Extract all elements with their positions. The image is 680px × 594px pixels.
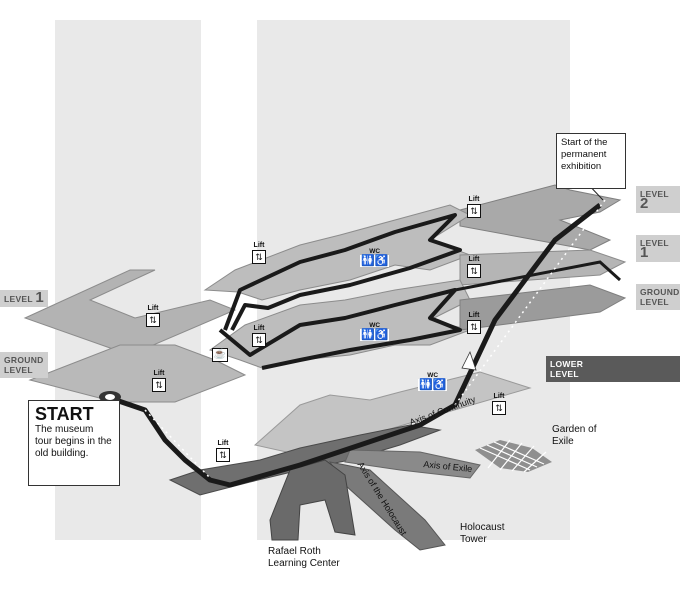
level-1-right-tag: LEVEL 1 xyxy=(636,235,680,262)
lift-label: Lift xyxy=(153,370,165,377)
ground-right-line-1: GROUND xyxy=(640,287,680,297)
lift-icon: Lift ⇅ xyxy=(152,370,166,392)
lift-arrows-icon: ⇅ xyxy=(146,313,160,327)
ground-left-line-2: LEVEL xyxy=(4,365,33,375)
holocaust-tower-label: Holocaust Tower xyxy=(460,522,505,545)
lift-icon: Lift ⇅ xyxy=(467,312,481,334)
level-1-left-number: 1 xyxy=(35,289,45,306)
level-1-left-tag: LEVEL 1 xyxy=(0,289,49,307)
level-1-left-word: LEVEL xyxy=(4,294,33,304)
lift-label: Lift xyxy=(468,196,480,203)
axis-of-holocaust-floor xyxy=(328,461,446,551)
tour-route xyxy=(109,203,602,488)
arrow-icon xyxy=(461,350,477,371)
garden-grid-lines xyxy=(479,439,547,473)
old-building-level-1 xyxy=(23,269,237,356)
lower-level-right-tag: LOWER LEVEL xyxy=(546,356,680,382)
ground-left-line-1: GROUND xyxy=(4,355,44,365)
wheelchair-icon: 🚻♿ xyxy=(418,379,448,391)
level-2-right-word: LEVEL xyxy=(640,189,669,199)
start-callout: START The museum tour begins in the old … xyxy=(28,400,120,486)
wc-icon: WC 🚻♿ xyxy=(360,248,390,267)
lift-arrows-icon: ⇅ xyxy=(467,320,481,334)
wc-label: WC xyxy=(369,248,381,255)
wheelchair-icon: 🚻♿ xyxy=(360,329,390,341)
ground-level-left-tag: GROUND LEVEL xyxy=(0,352,48,378)
tour-route-east xyxy=(454,260,622,292)
exhibition-callout: Start of the permanent exhibition xyxy=(556,133,626,189)
axis-of-exile-floor xyxy=(344,449,481,479)
tour-route-level-1-loop xyxy=(223,213,462,331)
new-building-ground-level-east xyxy=(459,284,627,331)
lift-arrows-icon: ⇅ xyxy=(252,333,266,347)
lift-icon: Lift ⇅ xyxy=(252,242,266,264)
lower-right-line-1: LOWER xyxy=(550,359,584,369)
stairs-to-level-2 xyxy=(454,199,606,406)
wc-icon: WC 🚻♿ xyxy=(418,372,448,391)
lift-label: Lift xyxy=(468,312,480,319)
wc-label: WC xyxy=(369,322,381,329)
lift-label: Lift xyxy=(468,256,480,263)
wc-label: WC xyxy=(427,372,439,379)
lift-arrows-icon: ⇅ xyxy=(152,378,166,392)
start-title: START xyxy=(35,404,94,424)
lift-icon: Lift ⇅ xyxy=(216,440,230,462)
lower-right-line-2: LEVEL xyxy=(550,369,579,379)
ground-level-right-tag: GROUND LEVEL xyxy=(636,284,680,310)
start-description: The museum tour begins in the old buildi… xyxy=(35,424,112,459)
lift-arrows-icon: ⇅ xyxy=(492,401,506,415)
wc-icon: WC 🚻♿ xyxy=(360,322,390,341)
garden-of-exile-label: Garden of Exile xyxy=(552,424,597,447)
lift-label: Lift xyxy=(253,242,265,249)
learning-center-label: Rafael Roth Learning Center xyxy=(268,546,340,569)
lift-label: Lift xyxy=(217,440,229,447)
lift-label: Lift xyxy=(493,393,505,400)
lift-label: Lift xyxy=(253,325,265,332)
lift-arrows-icon: ⇅ xyxy=(467,264,481,278)
level-2-right-number: 2 xyxy=(640,195,649,212)
tour-route-ground-loop xyxy=(218,288,462,370)
level-1-right-number: 1 xyxy=(640,244,649,261)
lift-arrows-icon: ⇅ xyxy=(467,204,481,218)
lift-icon: Lift ⇅ xyxy=(252,325,266,347)
level-2-right-tag: LEVEL 2 xyxy=(636,186,680,213)
lift-label: Lift xyxy=(147,305,159,312)
ground-right-line-2: LEVEL xyxy=(640,297,669,307)
lift-arrows-icon: ⇅ xyxy=(252,250,266,264)
cafe-icon: ☕ xyxy=(212,348,228,362)
wheelchair-icon: 🚻♿ xyxy=(360,255,390,267)
lift-icon: Lift ⇅ xyxy=(467,196,481,218)
lift-icon: Lift ⇅ xyxy=(146,305,160,327)
lift-icon: Lift ⇅ xyxy=(467,256,481,278)
learning-center-floor xyxy=(269,459,356,541)
level-1-right-word: LEVEL xyxy=(640,238,669,248)
stairs-from-start xyxy=(144,409,211,479)
lift-arrows-icon: ⇅ xyxy=(216,448,230,462)
lift-icon: Lift ⇅ xyxy=(492,393,506,415)
